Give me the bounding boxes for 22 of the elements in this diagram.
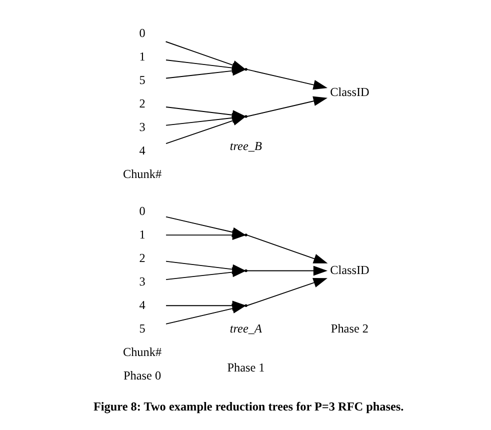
label: Phase 0 (122, 368, 161, 382)
label: tree_A (229, 321, 262, 336)
node-text: 1 (138, 49, 145, 64)
node-text: 3 (138, 274, 145, 288)
node-text: 0 (138, 26, 145, 40)
label: tree_B (229, 139, 262, 154)
label: Chunk# (122, 167, 162, 182)
node-text: 0 (138, 204, 145, 218)
node-text: 4 (138, 144, 145, 158)
node-text: 5 (138, 72, 145, 87)
node-text: ClassID (330, 263, 369, 278)
node-text: 2 (138, 96, 145, 111)
node-text: 2 (138, 250, 145, 265)
node-text: 5 (138, 321, 145, 336)
node-text: 1 (138, 227, 145, 242)
label: Phase 1 (226, 360, 264, 375)
label: Phase 2 (330, 321, 368, 336)
node-text: 4 (138, 298, 145, 312)
node-text: 3 (138, 120, 145, 134)
node-text: ClassID (330, 85, 369, 100)
caption: Figure 8: Two example reduction trees for P=3 RFC phases. (92, 399, 404, 414)
label: Chunk# (122, 344, 162, 359)
